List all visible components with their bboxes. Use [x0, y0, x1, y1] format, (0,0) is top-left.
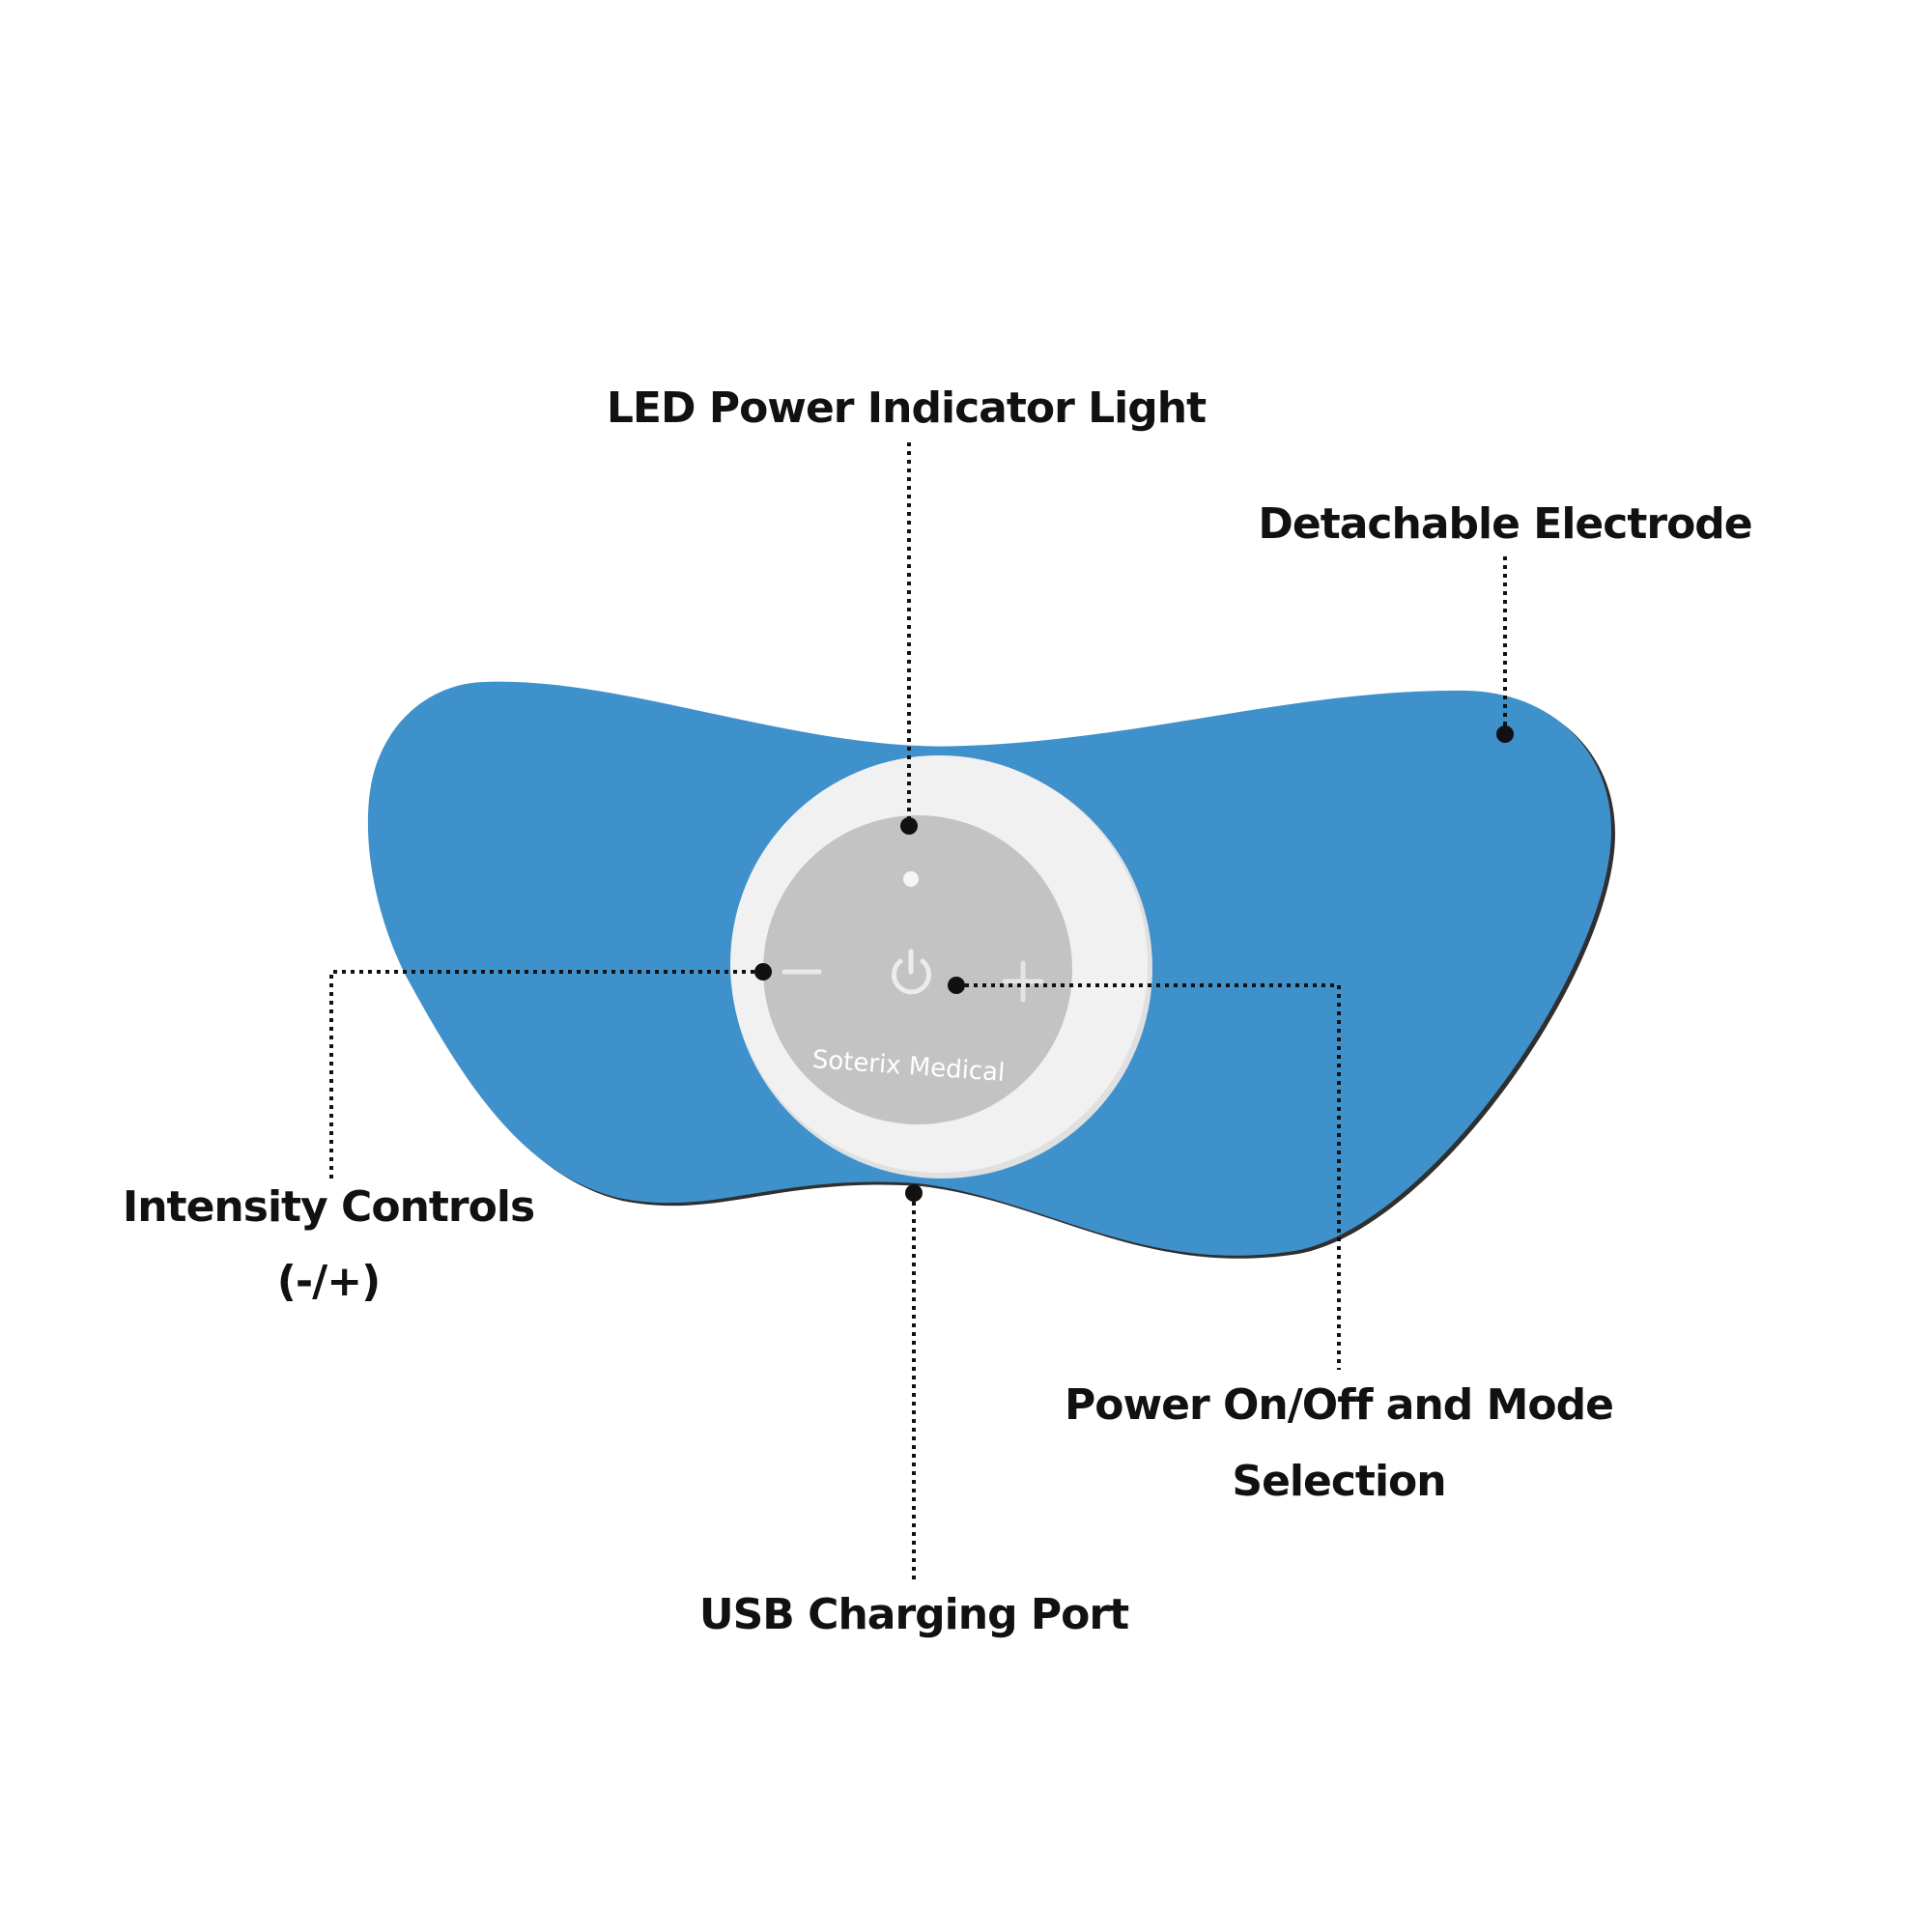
- power-icon[interactable]: [892, 949, 931, 995]
- device-face: [763, 815, 1072, 1124]
- anchor-dot-electrode: [1496, 725, 1514, 743]
- callout-power-mode: Power On/Off and Mode: [1065, 1380, 1613, 1430]
- callout-led-indicator: LED Power Indicator Light: [607, 384, 1207, 433]
- anchor-dot-power: [948, 977, 965, 994]
- anchor-dot-intensity: [754, 963, 772, 980]
- callout-intensity-controls: Intensity Controls: [123, 1182, 534, 1232]
- led-indicator-icon: [903, 871, 919, 887]
- anchor-dot-usb: [905, 1184, 923, 1202]
- callout-usb-port: USB Charging Port: [699, 1590, 1129, 1639]
- leader-power: [956, 983, 1341, 1370]
- anchor-dot-led: [900, 817, 918, 835]
- callout-power-mode-selection: Selection: [1232, 1457, 1445, 1506]
- plus-icon[interactable]: [1002, 960, 1044, 1003]
- callout-detachable-electrode: Detachable Electrode: [1258, 499, 1751, 549]
- callout-intensity-controls-symbols: (-/+): [277, 1257, 380, 1306]
